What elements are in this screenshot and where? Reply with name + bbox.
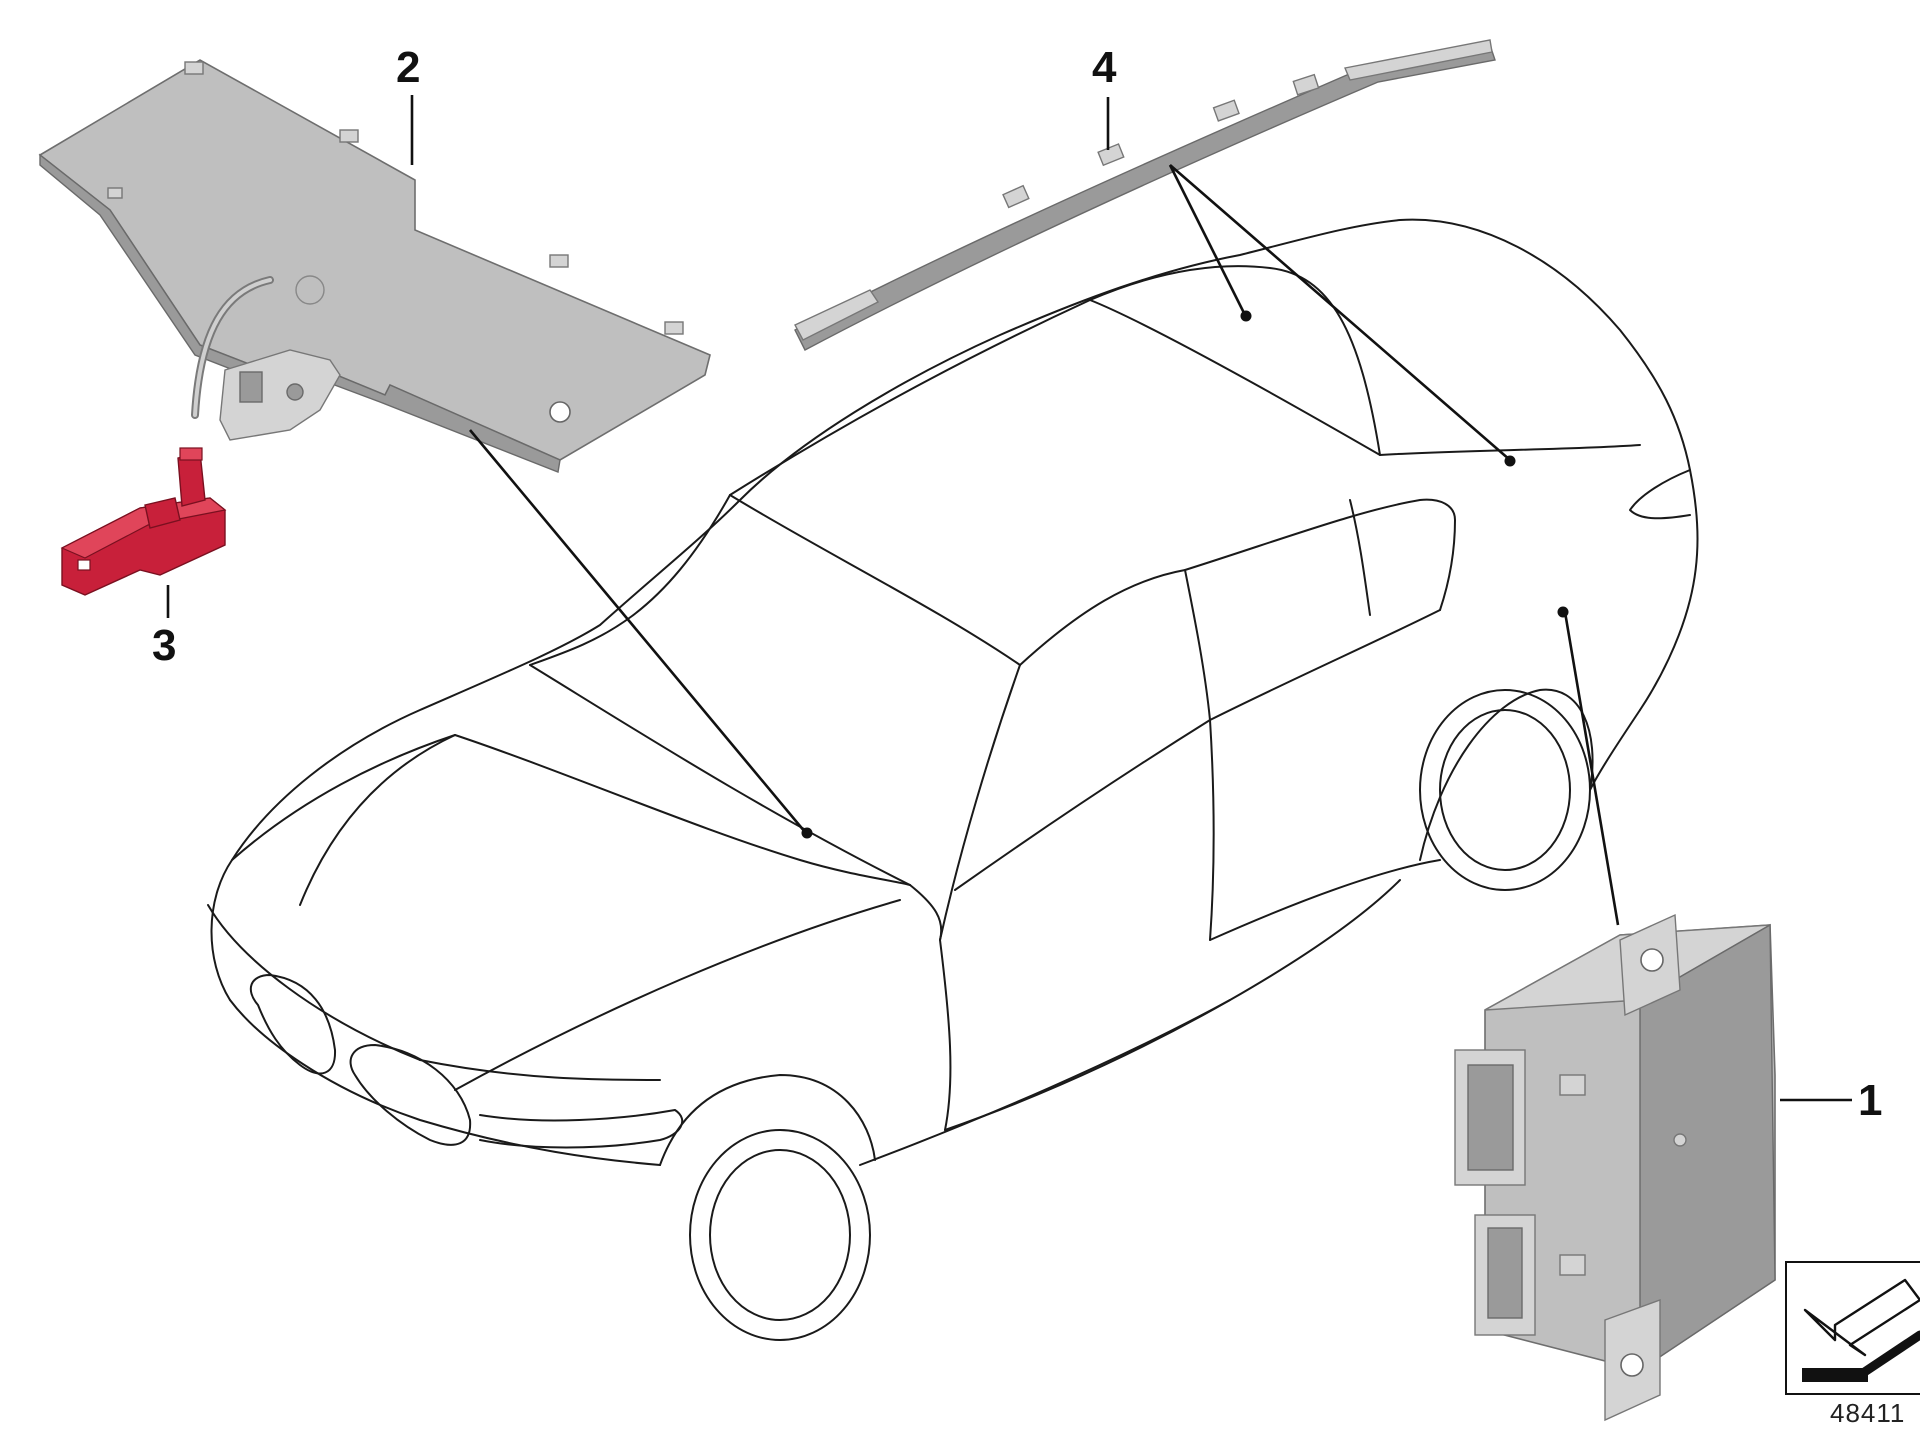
callout-2: 2: [396, 43, 420, 92]
document-number: 48411: [1830, 1398, 1905, 1428]
leader-4-a: [1168, 164, 1247, 316]
callout-labels: 1 2 3 4: [152, 43, 1882, 1125]
leader-2-to-car: [469, 429, 806, 833]
leader-lines: [166, 95, 1852, 1102]
orientation-symbol: [1785, 1261, 1920, 1395]
part-2-antenna-plate: [38, 59, 711, 473]
part-1-control-module: [1454, 913, 1776, 1422]
callout-4: 4: [1092, 43, 1117, 92]
part-4-antenna-strip: [794, 39, 1496, 351]
leader-2-dot: [801, 827, 813, 839]
part-3-red-connector: [60, 447, 227, 596]
leader-1-dot: [1557, 606, 1569, 618]
leader-4-dot-b: [1504, 455, 1516, 467]
leader-1-to-car: [1563, 611, 1620, 926]
car-outline: [207, 218, 1699, 1341]
leader-4-dot-a: [1240, 310, 1252, 322]
arrow-direction-icon: [1802, 1278, 1920, 1382]
leader-4-b: [1169, 164, 1511, 461]
callout-1: 1: [1858, 1076, 1882, 1125]
callout-3: 3: [152, 621, 176, 670]
